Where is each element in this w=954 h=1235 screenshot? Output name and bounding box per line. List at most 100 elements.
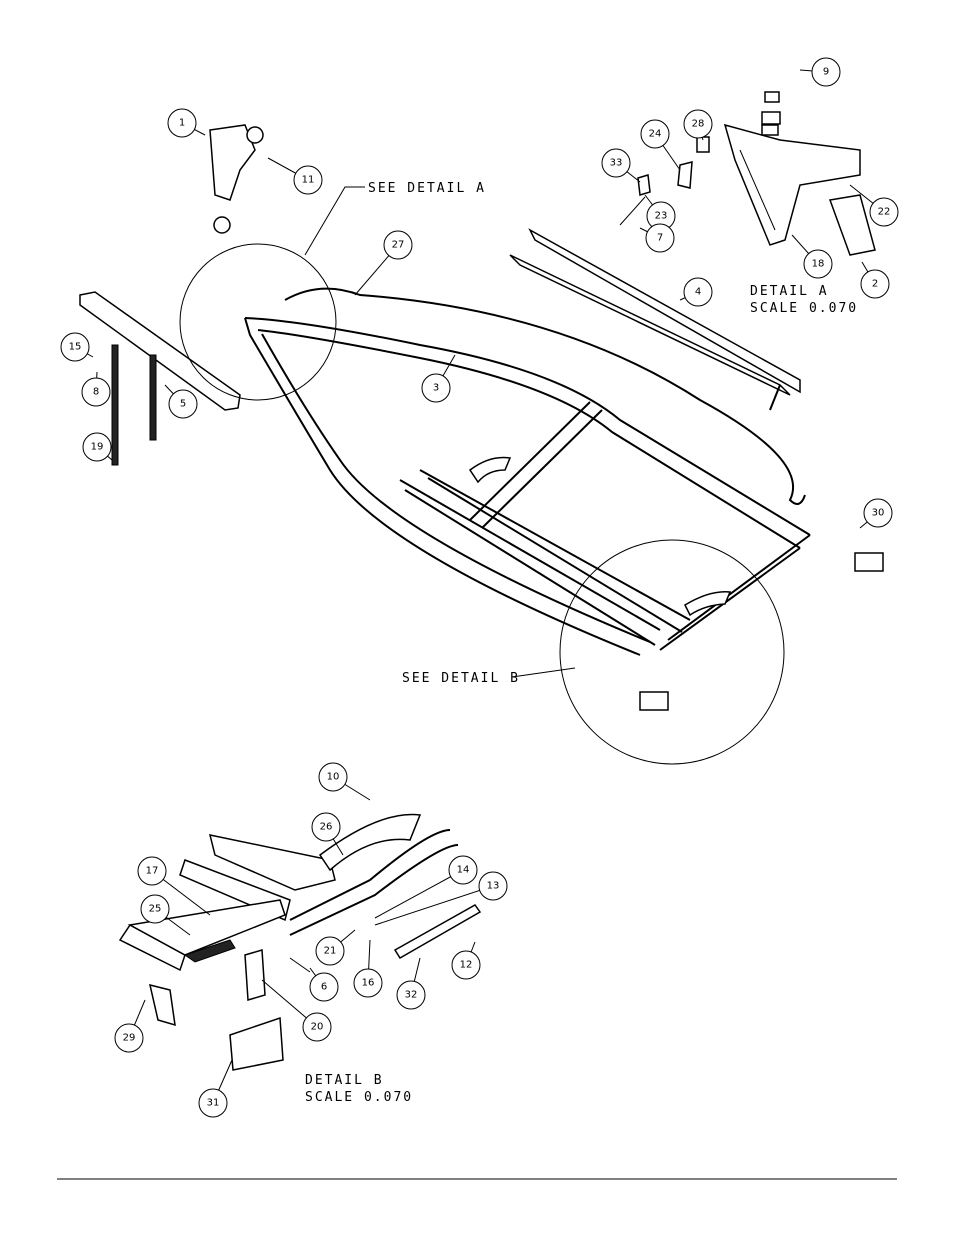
- balloon-circle: [645, 223, 675, 253]
- see-detail-b-label: SEE DETAIL B: [402, 671, 520, 686]
- balloon-15: 15: [60, 332, 94, 362]
- balloon-27: 27: [354, 230, 413, 296]
- balloon-4: 4: [679, 277, 713, 307]
- balloon-20: 20: [261, 979, 332, 1042]
- balloon-number: 19: [91, 442, 104, 453]
- balloon-1: 1: [167, 108, 206, 138]
- balloon-number: 20: [311, 1022, 324, 1033]
- balloon-circle: [448, 855, 478, 885]
- balloon-circle: [451, 950, 481, 980]
- balloon-circle: [601, 148, 631, 178]
- balloon-circle: [302, 1012, 332, 1042]
- balloon-23: 23: [644, 194, 676, 231]
- balloon-number: 5: [180, 399, 186, 410]
- balloon-number: 23: [655, 211, 668, 222]
- balloon-number: 3: [433, 383, 439, 394]
- balloon-number: 25: [149, 904, 162, 915]
- balloon-number: 28: [692, 119, 705, 130]
- balloon-14: 14: [374, 855, 478, 919]
- balloon-circle: [140, 894, 170, 924]
- balloon-circle: [315, 936, 345, 966]
- balloon-25: 25: [140, 894, 191, 936]
- balloon-number: 14: [457, 865, 470, 876]
- balloon-5: 5: [164, 384, 198, 419]
- balloon-number: 18: [812, 259, 825, 270]
- balloon-number: 4: [695, 287, 701, 298]
- balloon-circle: [683, 277, 713, 307]
- balloon-number: 13: [487, 881, 500, 892]
- balloon-number: 16: [362, 978, 375, 989]
- balloon-30: 30: [859, 498, 893, 529]
- detail-b-scale: SCALE 0.070: [305, 1090, 413, 1105]
- balloon-21: 21: [315, 929, 356, 966]
- balloon-circle: [82, 432, 112, 462]
- balloon-9: 9: [799, 57, 841, 87]
- balloon-circle: [353, 968, 383, 998]
- balloon-circle: [114, 1023, 144, 1053]
- balloon-number: 21: [324, 946, 337, 957]
- balloon-26: 26: [311, 812, 344, 856]
- main-frame: [79, 124, 884, 765]
- balloon-24: 24: [640, 119, 681, 171]
- balloon-circle: [167, 108, 197, 138]
- balloon-number: 15: [69, 342, 82, 353]
- detail-a-title: DETAIL A: [750, 284, 829, 299]
- balloon-number: 24: [649, 129, 662, 140]
- balloon-12: 12: [451, 941, 481, 980]
- balloon-circle: [318, 762, 348, 792]
- balloon-circle: [421, 373, 451, 403]
- balloon-circle: [396, 980, 426, 1010]
- balloon-number: 26: [320, 822, 333, 833]
- balloon-17: 17: [137, 856, 211, 916]
- balloon-circle: [383, 230, 413, 260]
- balloon-18: 18: [791, 234, 833, 279]
- balloon-circle: [811, 57, 841, 87]
- balloon-28: 28: [683, 109, 713, 141]
- balloon-circle: [860, 269, 890, 299]
- balloon-number: 6: [321, 982, 327, 993]
- balloon-circle: [137, 856, 167, 886]
- balloon-circle: [683, 109, 713, 139]
- balloon-circle: [803, 249, 833, 279]
- balloon-number: 1: [179, 118, 185, 129]
- detail-b-title: DETAIL B: [305, 1073, 384, 1088]
- detail-b-drawing: [118, 813, 482, 1071]
- balloon-circle: [311, 812, 341, 842]
- balloon-number: 12: [460, 960, 473, 971]
- balloon-29: 29: [114, 999, 146, 1053]
- balloon-33: 33: [601, 148, 641, 183]
- balloon-number: 17: [146, 866, 159, 877]
- balloon-number: 8: [93, 387, 99, 398]
- balloon-number: 2: [872, 279, 878, 290]
- balloon-13: 13: [374, 871, 508, 926]
- balloon-6: 6: [309, 967, 339, 1002]
- balloon-number: 10: [327, 772, 340, 783]
- balloon-2: 2: [860, 261, 890, 299]
- balloon-11: 11: [267, 157, 323, 195]
- see-detail-a-label: SEE DETAIL A: [368, 181, 486, 196]
- balloon-number: 7: [657, 233, 663, 244]
- balloon-10: 10: [318, 762, 371, 801]
- balloon-circle: [309, 972, 339, 1002]
- balloon-circle: [198, 1088, 228, 1118]
- balloon-8: 8: [81, 371, 111, 407]
- balloon-number: 31: [207, 1098, 220, 1109]
- balloon-leader: [374, 885, 494, 926]
- balloon-number: 33: [610, 158, 623, 169]
- balloon-circle: [478, 871, 508, 901]
- balloon-31: 31: [198, 1059, 233, 1118]
- balloon-3: 3: [421, 354, 456, 403]
- balloon-number: 27: [392, 240, 405, 251]
- balloon-leader: [374, 869, 464, 919]
- balloon-16: 16: [353, 939, 383, 998]
- balloon-19: 19: [82, 432, 113, 462]
- balloon-number: 29: [123, 1033, 136, 1044]
- balloon-circle: [640, 119, 670, 149]
- balloon-circle: [81, 377, 111, 407]
- balloon-circle: [869, 197, 899, 227]
- balloon-number: 11: [302, 175, 315, 186]
- balloon-number: 9: [823, 67, 829, 78]
- balloon-32: 32: [396, 957, 426, 1010]
- balloon-number: 30: [872, 508, 885, 519]
